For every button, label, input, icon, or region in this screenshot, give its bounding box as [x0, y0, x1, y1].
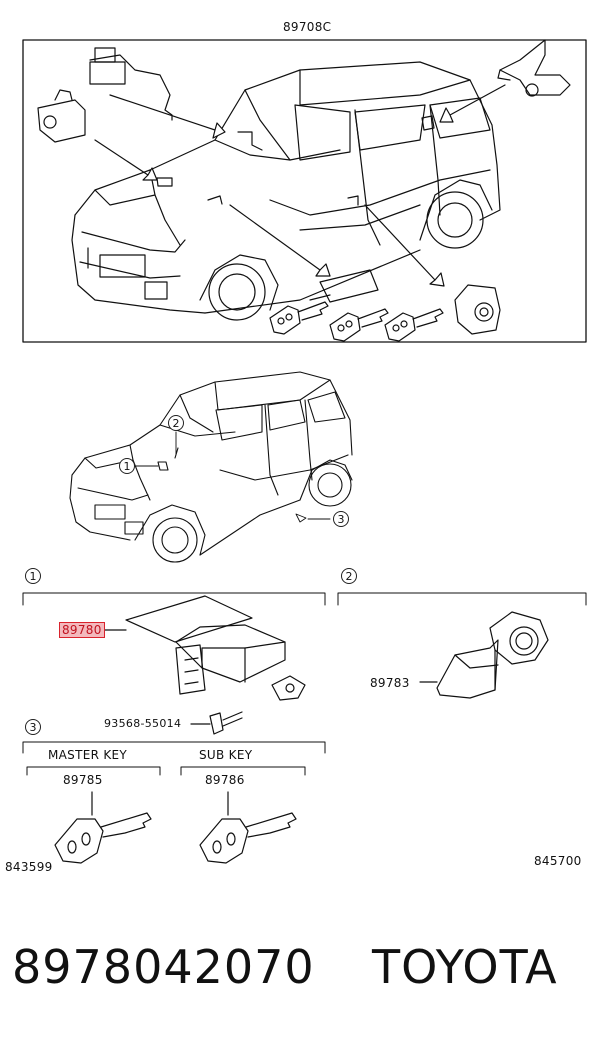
- control-unit-illustration: [105, 596, 305, 734]
- master-key-heading: MASTER KEY: [48, 748, 128, 762]
- sub-key-part-label[interactable]: 89786: [205, 773, 245, 787]
- section-dividers: [23, 593, 586, 775]
- illustration-id-left: 843599: [5, 860, 53, 874]
- top-diagram-label: 89708C: [283, 20, 332, 34]
- section-2-marker[interactable]: 2: [341, 568, 357, 584]
- footer-brand: TOYOTA: [372, 940, 558, 994]
- key-illustrations: [55, 792, 296, 863]
- ignition-part-label[interactable]: 89783: [370, 676, 410, 690]
- middle-vehicle-illustration: [70, 372, 352, 562]
- top-keys: [270, 302, 443, 341]
- callout-marker-2[interactable]: 2: [168, 415, 184, 431]
- top-diagram-frame: [23, 40, 586, 342]
- top-callout-arrows: [95, 85, 505, 286]
- top-vehicle-illustration: [72, 62, 500, 320]
- top-component-parts: [38, 40, 570, 334]
- sub-key-heading: SUB KEY: [199, 748, 253, 762]
- bolt-part-label[interactable]: 93568-55014: [104, 717, 182, 730]
- footer-part-number: 8978042070: [12, 940, 315, 994]
- ignition-cylinder-illustration: [420, 612, 548, 698]
- middle-leader-lines: [136, 432, 330, 522]
- master-key-part-label[interactable]: 89785: [63, 773, 103, 787]
- section-3-marker[interactable]: 3: [25, 719, 41, 735]
- callout-marker-3[interactable]: 3: [333, 511, 349, 527]
- illustration-id-right: 845700: [534, 854, 582, 868]
- section-1-marker[interactable]: 1: [25, 568, 41, 584]
- part-label-89780-highlighted[interactable]: 89780: [59, 622, 105, 638]
- callout-marker-1[interactable]: 1: [119, 458, 135, 474]
